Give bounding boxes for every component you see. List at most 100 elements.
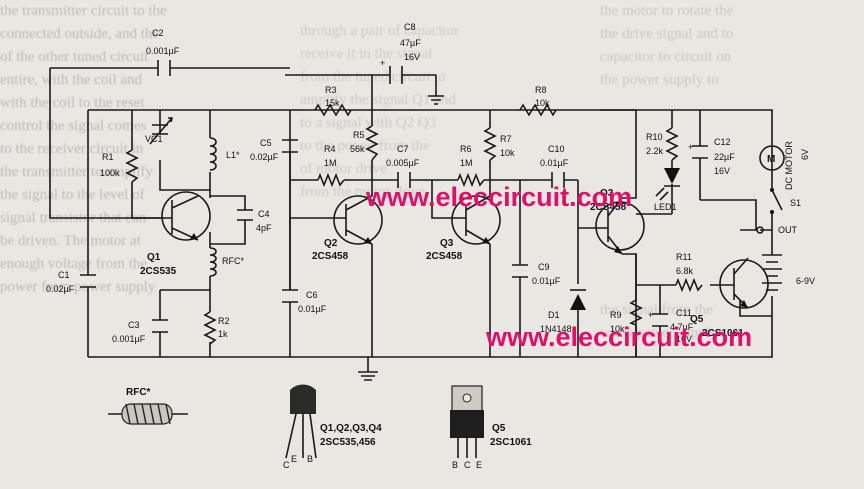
- svg-text:DC MOTOR: DC MOTOR: [784, 141, 794, 190]
- svg-text:0.01µF: 0.01µF: [540, 158, 569, 168]
- svg-text:47µF: 47µF: [400, 38, 421, 48]
- switch-s1: S1: [770, 188, 801, 214]
- svg-text:C3: C3: [128, 320, 140, 330]
- svg-text:C4: C4: [258, 209, 270, 219]
- svg-text:C7: C7: [397, 144, 409, 154]
- svg-text:2SC535,456: 2SC535,456: [320, 437, 376, 448]
- transistor-q5: Q5 2CS1061: [690, 257, 769, 339]
- capacitor-c3: C3 0.001µF: [112, 319, 168, 344]
- svg-text:16V: 16V: [404, 52, 420, 62]
- svg-text:L1*: L1*: [226, 150, 240, 160]
- svg-text:2CS458: 2CS458: [312, 251, 349, 262]
- svg-text:2CS1061: 2CS1061: [702, 328, 744, 339]
- svg-text:RFC*: RFC*: [126, 387, 151, 398]
- variable-capacitor-vc1: VC1: [145, 117, 174, 145]
- svg-text:0.001µF: 0.001µF: [146, 46, 180, 56]
- small-transistor-illustration: C E B Q1,Q2,Q3,Q4 2SC535,456: [283, 384, 382, 470]
- svg-text:VC1: VC1: [145, 134, 163, 144]
- svg-text:C2: C2: [152, 28, 164, 38]
- inductor-rfc: RFC*: [209, 247, 244, 277]
- svg-text:C1: C1: [58, 270, 70, 280]
- background-scan-text-left: the transmitter circuit to the connected…: [0, 3, 167, 295]
- svg-text:C8: C8: [404, 22, 416, 32]
- svg-text:10k: 10k: [500, 148, 515, 158]
- svg-text:D1: D1: [548, 310, 560, 320]
- svg-text:6.8k: 6.8k: [676, 266, 694, 276]
- svg-text:0.01µF: 0.01µF: [298, 304, 327, 314]
- svg-text:1k: 1k: [218, 329, 228, 339]
- resistor-r8: R8 10k: [519, 85, 557, 117]
- svg-text:R1: R1: [102, 152, 114, 162]
- svg-text:4pF: 4pF: [256, 223, 272, 233]
- svg-text:Q3: Q3: [440, 238, 454, 249]
- svg-text:C5: C5: [260, 138, 272, 148]
- svg-text:S1: S1: [790, 198, 801, 208]
- power-transistor-illustration: B C E Q5 2SC1061: [450, 385, 532, 470]
- svg-text:2SC1061: 2SC1061: [490, 437, 532, 448]
- resistor-r7: R7 10k: [483, 127, 515, 161]
- svg-text:1M: 1M: [324, 158, 337, 168]
- capacitor-c1: C1 0.02µF: [46, 270, 96, 294]
- resistor-r9: R9 10k: [610, 299, 643, 334]
- svg-text:OUT: OUT: [778, 225, 798, 235]
- capacitor-c9: C9 0.01µF: [512, 262, 561, 286]
- svg-text:0.005µF: 0.005µF: [386, 158, 420, 168]
- svg-text:C10: C10: [548, 144, 565, 154]
- svg-text:R7: R7: [500, 134, 512, 144]
- svg-text:2.2k: 2.2k: [646, 146, 664, 156]
- svg-text:0.01µF: 0.01µF: [532, 276, 561, 286]
- circuit-wires: [49, 67, 773, 381]
- svg-text:C11: C11: [676, 308, 692, 318]
- svg-text:R8: R8: [535, 85, 547, 95]
- dc-motor: M DC MOTOR 6V: [759, 141, 810, 190]
- svg-text:R6: R6: [460, 144, 472, 154]
- resistor-r2: R2 1k: [203, 311, 230, 345]
- svg-text:2CS535: 2CS535: [140, 266, 177, 277]
- svg-text:Q5: Q5: [690, 314, 704, 325]
- svg-text:0.02µF: 0.02µF: [46, 284, 75, 294]
- svg-text:LED1: LED1: [654, 202, 677, 212]
- svg-text:22µF: 22µF: [714, 152, 735, 162]
- svg-text:2CS458: 2CS458: [590, 202, 627, 213]
- svg-text:1M: 1M: [460, 158, 473, 168]
- capacitor-c8: + C8 47µF 16V: [380, 22, 421, 84]
- svg-text:R10: R10: [646, 132, 663, 142]
- svg-text:C6: C6: [306, 290, 318, 300]
- output-terminal: OUT: [756, 225, 798, 235]
- svg-text:16V: 16V: [676, 334, 692, 344]
- svg-text:15k: 15k: [325, 98, 340, 108]
- svg-text:M: M: [767, 154, 775, 165]
- svg-text:E: E: [476, 460, 482, 470]
- svg-text:C9: C9: [538, 262, 550, 272]
- transistor-q3-driver: Q3 2CS458: [590, 188, 645, 255]
- resistor-r3: R3 15k: [314, 85, 352, 117]
- capacitor-c4: C4 4pF: [237, 209, 272, 233]
- svg-text:C: C: [464, 460, 471, 470]
- svg-text:R2: R2: [218, 316, 230, 326]
- svg-text:C12: C12: [714, 137, 731, 147]
- svg-text:+: +: [380, 58, 385, 68]
- svg-text:100k: 100k: [100, 168, 120, 178]
- svg-text:Q2: Q2: [324, 238, 338, 249]
- battery: 6-9V: [762, 254, 815, 291]
- svg-text:Q1,Q2,Q3,Q4: Q1,Q2,Q3,Q4: [320, 423, 382, 434]
- svg-text:RFC*: RFC*: [222, 256, 244, 266]
- svg-text:E: E: [291, 454, 297, 464]
- svg-text:R11: R11: [676, 252, 692, 262]
- svg-text:6V: 6V: [800, 149, 810, 160]
- svg-text:R3: R3: [325, 85, 337, 95]
- svg-text:B: B: [307, 454, 313, 464]
- resistor-r1: R1 100k: [100, 149, 139, 183]
- background-scan-text-right: the motor to rotate the the drive signal…: [600, 3, 734, 341]
- svg-text:10k: 10k: [535, 98, 550, 108]
- svg-text:4.7µF: 4.7µF: [670, 322, 694, 332]
- svg-text:56k: 56k: [350, 144, 365, 154]
- capacitor-c10: C10 0.01µF: [540, 144, 569, 188]
- resistor-r11: R11 6.8k: [675, 252, 703, 293]
- svg-text:2CS458: 2CS458: [426, 251, 463, 262]
- svg-text:+: +: [688, 142, 693, 152]
- capacitor-c12: + C12 22µF 16V: [688, 137, 735, 176]
- rfc-illustration: RFC*: [108, 387, 188, 425]
- svg-text:0.001µF: 0.001µF: [112, 334, 146, 344]
